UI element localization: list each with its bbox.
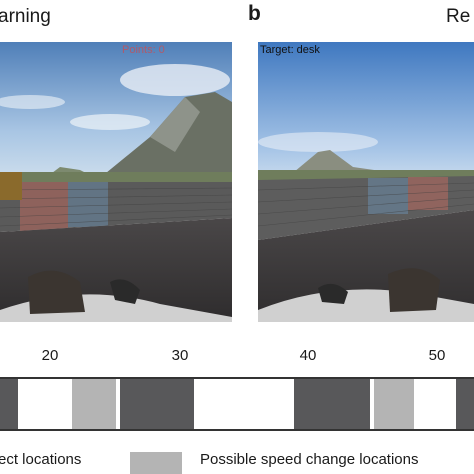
timeline-segment-speed	[72, 379, 116, 429]
timeline-segment-object	[0, 379, 18, 429]
points-label: Points: 0	[122, 44, 165, 56]
game-view-right: Target: desk	[258, 42, 474, 322]
timeline-segment-object	[120, 379, 194, 429]
timeline-bar	[0, 377, 474, 431]
wall-section	[68, 182, 108, 227]
game-scene-left	[0, 42, 232, 322]
timeline-segment-object	[456, 379, 474, 429]
brick-lines	[258, 182, 474, 227]
timeline-segment-empty	[116, 379, 120, 429]
timeline-segment-speed	[374, 379, 414, 429]
legend-speed-swatch	[130, 452, 182, 474]
axis-tick-20: 20	[41, 347, 59, 364]
axis-tick-50: 50	[428, 347, 446, 364]
cloud	[258, 132, 378, 152]
axis-tick-40: 40	[299, 347, 317, 364]
glove-right	[388, 268, 440, 312]
axis-tick-30: 30	[171, 347, 189, 364]
mountain-ridge	[150, 97, 200, 152]
target-label: Target: desk	[260, 44, 320, 56]
brake-grip	[110, 279, 140, 304]
timeline-segment-empty	[18, 379, 72, 429]
panel-b-heading: Re	[446, 6, 471, 27]
panel-b-letter: b	[248, 2, 261, 25]
grass	[0, 172, 232, 184]
timeline-segment-empty	[194, 379, 294, 429]
glove-left	[28, 270, 85, 314]
wall-section	[368, 178, 408, 214]
cloud	[0, 95, 65, 109]
legend-speed-label: Possible speed change locations	[200, 451, 419, 468]
brake-grip	[318, 283, 348, 304]
game-scene-right	[258, 42, 474, 322]
grass	[258, 170, 474, 180]
timeline-segment-empty	[414, 379, 456, 429]
sky	[258, 42, 474, 192]
timeline-segment-empty	[370, 379, 374, 429]
legend-object-label: ect locations	[0, 451, 82, 468]
cloud	[70, 114, 150, 130]
cloud	[120, 64, 230, 96]
brick-lines	[0, 187, 232, 227]
timeline-segment-object	[294, 379, 370, 429]
game-view-left: Points: 0	[0, 42, 232, 322]
panel-a-heading: arning	[0, 6, 51, 27]
target-object	[0, 172, 22, 200]
